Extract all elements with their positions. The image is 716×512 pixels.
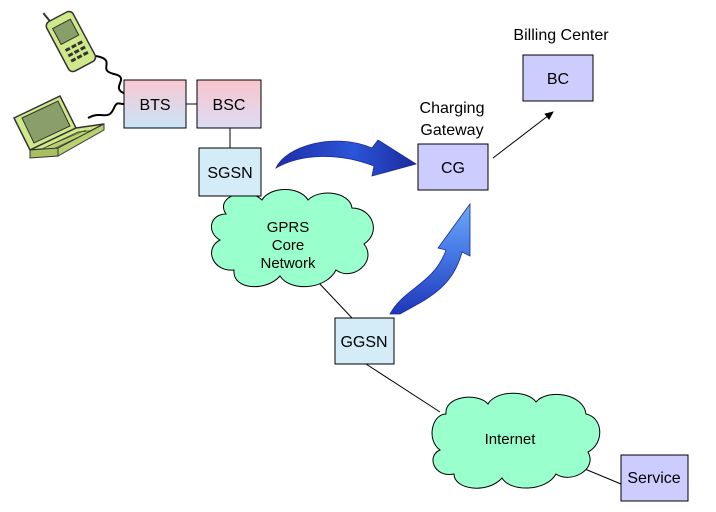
charging-gateway-caption-line2: Gateway [420, 122, 483, 139]
cg-node: CG [417, 143, 489, 191]
mobile-phone-icon [42, 10, 97, 73]
sgsn-node: SGSN [198, 147, 262, 197]
gprs-ggsn-link [317, 281, 353, 319]
bc-node: BC [522, 54, 594, 102]
gprs-cloud-label-line3: Network [260, 255, 316, 272]
internet-cloud: Internet [431, 392, 601, 489]
sgsn-to-cg-flow-arrow [275, 139, 417, 177]
laptop-wireless-link [87, 101, 127, 119]
cg-bc-arrow [492, 111, 554, 159]
sgsn-label: SGSN [207, 165, 252, 182]
laptop-icon [12, 95, 105, 159]
bc-label: BC [547, 71, 569, 88]
service-node: Service [620, 454, 689, 502]
gprs-cloud-label-line1: GPRS [267, 219, 310, 236]
gprs-cloud-label-line2: Core [272, 237, 305, 254]
gprs-core-cloud: GPRS Core Network [211, 189, 374, 288]
ggsn-internet-link [365, 363, 441, 413]
service-label: Service [627, 470, 680, 487]
charging-gateway-caption-line1: Charging [420, 100, 485, 117]
bsc-label: BSC [213, 97, 246, 114]
phone-wireless-link [95, 55, 127, 95]
ggsn-label: GGSN [340, 334, 387, 351]
bts-label: BTS [139, 97, 170, 114]
billing-center-caption: Billing Center [513, 27, 609, 44]
cg-label: CG [441, 160, 465, 177]
bts-node: BTS [123, 79, 187, 129]
ggsn-to-cg-flow-arrow [389, 202, 471, 315]
internet-cloud-label: Internet [485, 431, 537, 448]
ggsn-node: GGSN [334, 317, 395, 365]
bsc-node: BSC [196, 79, 262, 129]
